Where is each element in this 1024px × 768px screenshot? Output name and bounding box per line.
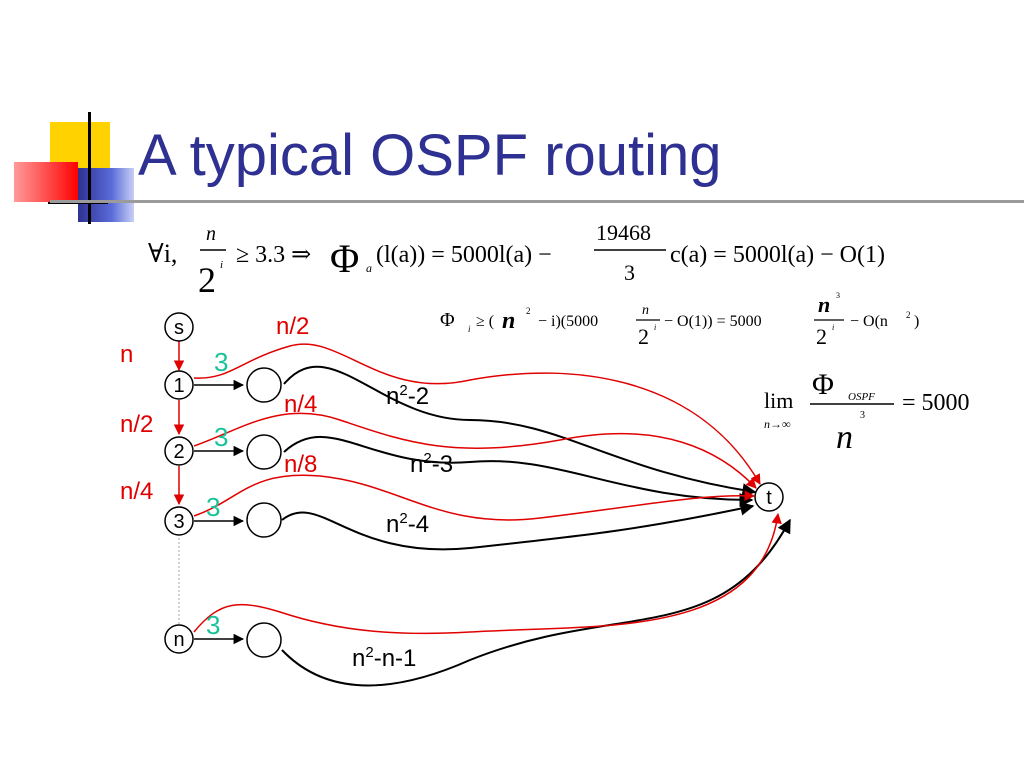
formula-main-frac1-den: 2 <box>198 260 216 300</box>
deco-blue-square <box>78 168 134 222</box>
black-path-3 <box>281 501 755 551</box>
formula-limit: lim n→∞ Φ OSPF n 3 = 5000 <box>764 368 970 456</box>
formula-second: Φ i ≥ ( n 2 − i)(5000 n 2 i − O(1)) = 50… <box>440 291 919 349</box>
red-label-low: n/8 <box>284 451 317 478</box>
formula-main: ∀i, n 2 i ≥ 3.3 ⇒ Φ a (l(a)) = 5000l(a) … <box>148 220 885 300</box>
red-path-1 <box>193 343 761 485</box>
svg-text:3: 3 <box>173 511 184 533</box>
red-path-4 <box>193 512 782 635</box>
formula-limit-num-sub: OSPF <box>848 391 875 403</box>
red-path-2 <box>193 412 757 489</box>
formula-limit-result: = 5000 <box>902 390 970 416</box>
formula-second-part4: − O(n <box>850 313 888 330</box>
formula-second-frac2-num: n <box>818 292 830 317</box>
node-2: 2 <box>164 436 194 466</box>
node-n: n <box>164 624 194 654</box>
formula-second-frac2-den: 2 <box>816 324 827 349</box>
svg-text:t: t <box>766 487 772 509</box>
formula-second-frac-num: n <box>642 303 649 318</box>
node-mid-2 <box>246 434 282 470</box>
node-t: t <box>754 482 784 512</box>
path-label-4: n2-n-1 <box>352 644 416 672</box>
black-path-2 <box>283 435 754 507</box>
formula-main-frac2-den: 3 <box>624 260 635 285</box>
deco-red-square <box>14 162 78 202</box>
cost-label-3: 3 <box>206 492 220 522</box>
deco-horizontal-line <box>48 202 108 204</box>
svg-text:2: 2 <box>173 441 184 463</box>
formula-second-frac2-den-exp: i <box>832 323 834 332</box>
cost-label-4: 3 <box>206 610 220 640</box>
formula-limit-den-exp: 3 <box>860 410 865 421</box>
title-rule <box>50 200 1024 203</box>
formula-main-phi: Φ <box>330 236 359 281</box>
formula-second-part1: ≥ ( <box>476 313 494 330</box>
formula-second-frac-exp: i <box>654 323 656 332</box>
black-path-1 <box>283 365 757 498</box>
formula-main-frac1-exp: i <box>220 259 223 271</box>
deco-vertical-line <box>88 112 91 224</box>
edge-label-s-1: n <box>120 341 133 368</box>
path-label-2: n2-3 <box>410 450 453 478</box>
formula-main-rhs: c(a) = 5000l(a) − O(1) <box>670 242 885 268</box>
formula-limit-den: n <box>836 419 853 456</box>
formula-second-sub: i <box>468 324 471 334</box>
path-label-1: n2-2 <box>386 382 429 410</box>
formula-main-phi-sub: a <box>366 261 372 275</box>
formula-limit-under: n→∞ <box>764 417 791 431</box>
formula-second-n1: n <box>502 308 515 334</box>
node-mid-4 <box>246 622 282 658</box>
svg-text:n: n <box>173 629 184 651</box>
formula-main-ineq: ≥ 3.3 ⇒ <box>236 242 311 268</box>
red-path-3 <box>193 474 756 521</box>
svg-text:1: 1 <box>173 375 184 397</box>
formula-limit-lim: lim <box>764 388 793 413</box>
black-path-4 <box>281 518 791 687</box>
cost-label-2: 3 <box>214 422 228 452</box>
node-s: s <box>164 312 194 342</box>
formula-second-exp4: 2 <box>906 310 911 320</box>
red-label-top: n/2 <box>276 313 309 340</box>
edge-label-2-3: n/4 <box>120 478 153 505</box>
formula-second-phi: Φ <box>440 309 455 331</box>
formula-second-part2: − i)(5000 <box>538 313 598 330</box>
formula-main-lhs: (l(a)) = 5000l(a) − <box>376 242 552 268</box>
slide-title: A typical OSPF routing <box>138 123 722 188</box>
formula-limit-num-phi: Φ <box>812 368 834 401</box>
node-mid-3 <box>246 502 282 538</box>
formula-second-part5: ) <box>914 313 919 330</box>
formula-main-forall: ∀i, <box>148 239 177 268</box>
path-label-3: n2-4 <box>386 510 429 538</box>
formula-second-frac2-num-exp: 3 <box>836 291 840 300</box>
formula-second-exp1: 2 <box>526 306 531 316</box>
formula-main-frac2-num: 19468 <box>596 220 651 245</box>
svg-text:s: s <box>174 317 184 339</box>
node-3: 3 <box>164 506 194 536</box>
node-1: 1 <box>164 370 194 400</box>
formula-second-part3: − O(1)) = 5000 <box>664 313 762 330</box>
formula-main-frac1-num: n <box>206 223 216 245</box>
red-label-mid: n/4 <box>284 391 317 418</box>
node-mid-1 <box>246 367 282 403</box>
formula-second-frac-den: 2 <box>638 324 649 349</box>
cost-label-1: 3 <box>214 347 228 377</box>
edge-label-1-2: n/2 <box>120 411 153 438</box>
